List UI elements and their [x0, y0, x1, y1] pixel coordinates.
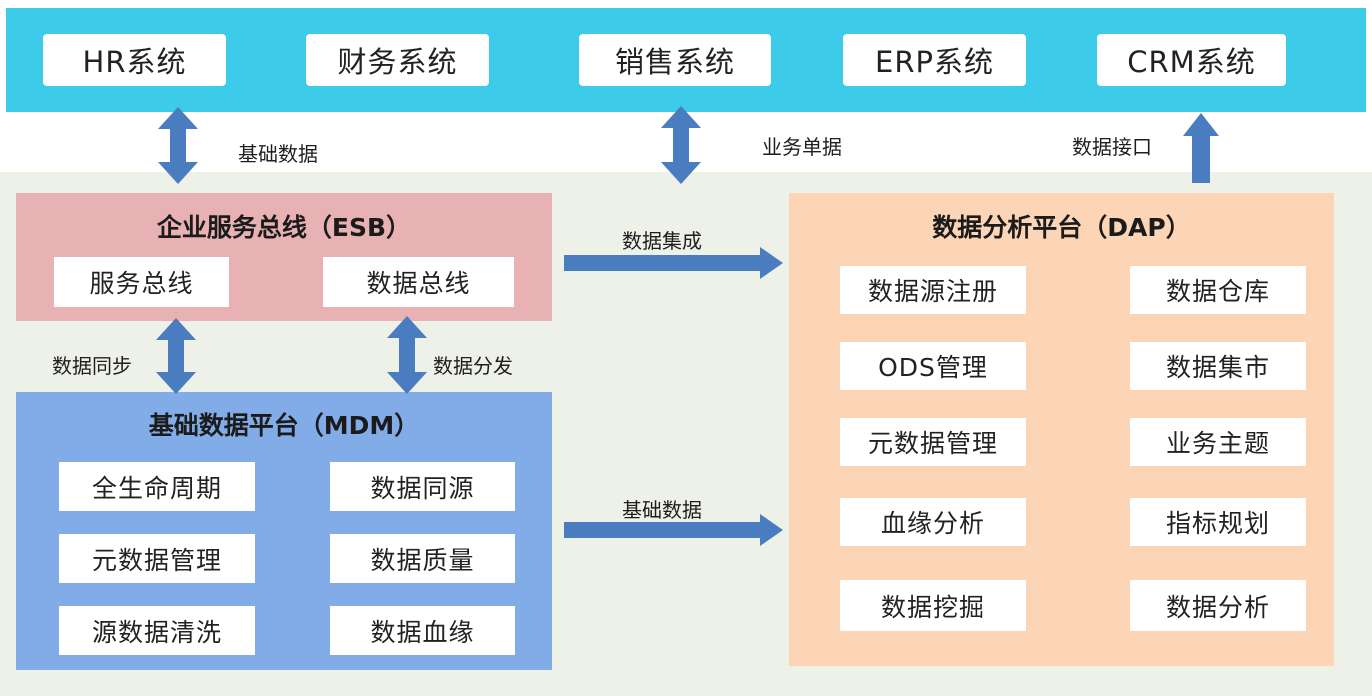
- dap-item: 数据挖掘: [840, 580, 1026, 631]
- system-hr: HR系统: [43, 34, 226, 86]
- dap-item: 数据集市: [1130, 342, 1306, 390]
- esb-item-service-bus: 服务总线: [54, 257, 229, 307]
- dap-item: 元数据管理: [840, 418, 1026, 466]
- mdm-item: 元数据管理: [59, 534, 255, 583]
- mdm-item: 数据质量: [330, 534, 515, 583]
- arrow-esb-dap: [564, 247, 783, 279]
- dap-item: 指标规划: [1130, 498, 1306, 546]
- mdm-item: 数据血缘: [330, 606, 515, 655]
- arrow-distribute: [387, 316, 427, 394]
- label-crm-link: 数据接口: [1072, 135, 1152, 159]
- system-erp: ERP系统: [843, 34, 1026, 86]
- mdm-item: 源数据清洗: [59, 606, 255, 655]
- arrow-sync: [156, 318, 196, 394]
- mdm-item: 数据同源: [330, 462, 515, 511]
- dap-item: ODS管理: [840, 342, 1026, 390]
- esb-title: 企业服务总线（ESB）: [156, 213, 412, 242]
- arrow-crm-link: [1183, 113, 1219, 183]
- label-sync: 数据同步: [52, 354, 132, 378]
- label-mdm-dap: 基础数据: [622, 498, 702, 522]
- dap-item: 业务主题: [1130, 418, 1306, 466]
- label-distribute: 数据分发: [433, 354, 513, 378]
- dap-item: 血缘分析: [840, 498, 1026, 546]
- label-hr-esb: 基础数据: [238, 142, 318, 166]
- system-crm: CRM系统: [1097, 34, 1286, 86]
- mdm-title: 基础数据平台（MDM）: [148, 411, 420, 440]
- mdm-item: 全生命周期: [59, 462, 255, 511]
- system-finance: 财务系统: [306, 34, 489, 86]
- arrow-mdm-dap: [564, 514, 783, 546]
- dap-title: 数据分析平台（DAP）: [932, 213, 1191, 242]
- dap-item: 数据仓库: [1130, 266, 1306, 314]
- label-esb-dap: 数据集成: [622, 229, 702, 253]
- dap-item: 数据分析: [1130, 580, 1306, 631]
- dap-item: 数据源注册: [840, 266, 1026, 314]
- system-sales: 销售系统: [579, 34, 771, 86]
- arrow-sales-link: [661, 106, 701, 184]
- esb-item-data-bus: 数据总线: [323, 257, 514, 307]
- label-sales-link: 业务单据: [762, 135, 842, 159]
- arrow-hr-esb: [158, 107, 198, 184]
